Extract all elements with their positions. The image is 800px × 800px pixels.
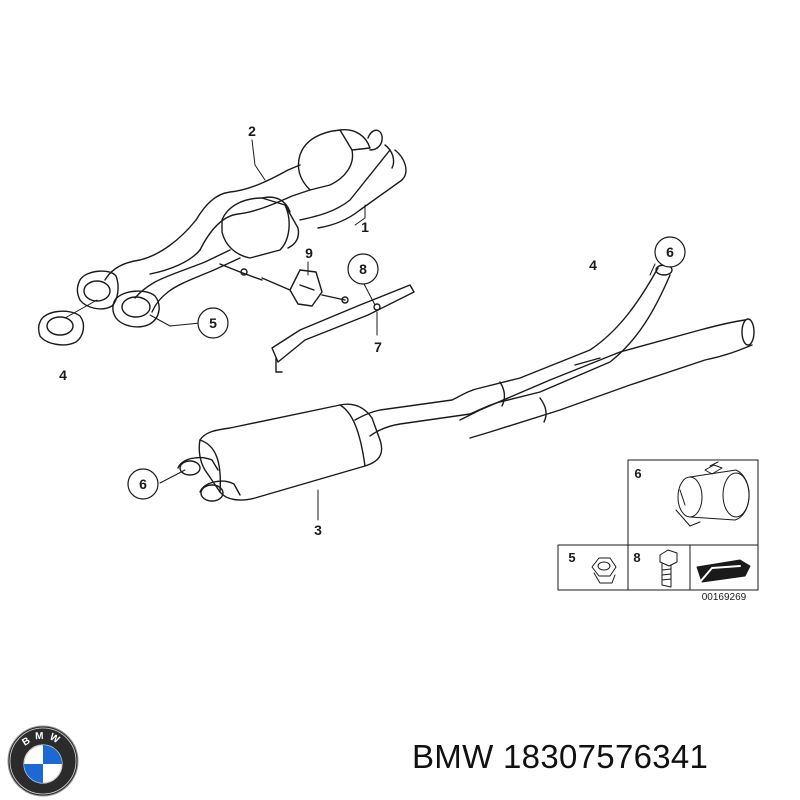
- direction-arrow-icon: [696, 559, 751, 583]
- callout-5: 5: [209, 315, 217, 331]
- callout-9: 9: [305, 245, 313, 261]
- part-caption: BMW 18307576341: [412, 738, 708, 776]
- callout-circles: [127, 236, 686, 500]
- callout-7: 7: [374, 339, 382, 355]
- callout-6-tailpipe: 6: [139, 476, 147, 492]
- exhaust-parts-diagram: 1 2 3 4 4 5 6 6 7 8 9 6 5 8 00169269: [37, 123, 759, 603]
- callout-3: 3: [314, 522, 322, 538]
- part-number: 18307576341: [503, 738, 709, 775]
- clamp-icon: [675, 461, 750, 527]
- nut-icon: [591, 557, 617, 584]
- brand-name: BMW: [412, 738, 494, 775]
- callout-4-gasket: 4: [59, 367, 67, 383]
- rear-pipe-assembly: [177, 264, 755, 502]
- inset-label-clamp: 6: [634, 466, 641, 481]
- bolt-icon: [659, 549, 678, 588]
- callout-2: 2: [248, 123, 256, 139]
- bmw-logo: BMW: [7, 725, 79, 797]
- inset-labels: 6 5 8 00169269: [568, 466, 746, 603]
- parts-inset: [557, 459, 759, 591]
- callout-labels: 1 2 3 4 4 5 6 6 7 8 9: [59, 123, 674, 538]
- inset-label-nut: 5: [568, 550, 575, 565]
- callout-6-rear: 6: [666, 244, 674, 260]
- callout-1: 1: [361, 219, 369, 235]
- front-pipe-assembly: [37, 129, 415, 373]
- inset-label-bolt: 8: [633, 550, 640, 565]
- diagram-code: 00169269: [702, 592, 747, 603]
- leader-lines: [64, 139, 656, 521]
- callout-4-rear: 4: [589, 257, 597, 273]
- callout-8: 8: [359, 261, 367, 277]
